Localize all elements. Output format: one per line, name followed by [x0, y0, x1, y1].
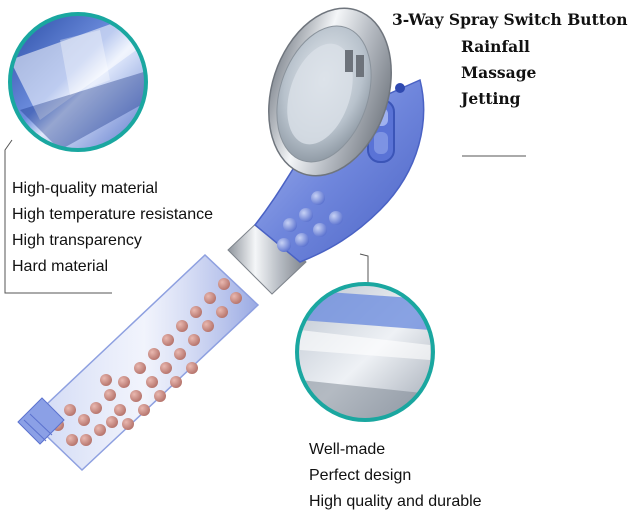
feature-item: Hard material [12, 258, 109, 275]
callout-lines [4, 139, 526, 294]
shower-head-face [268, 7, 392, 177]
spray-mode-rainfall: Rainfall [461, 37, 530, 56]
zoom-circle-material [10, 14, 146, 150]
blue-beads [277, 191, 343, 252]
product-illustration [4, 7, 526, 472]
spray-mode-massage: Massage [461, 63, 537, 82]
spray-switch-title: 3-Way Spray Switch Button [392, 10, 628, 29]
feature-item: Well-made [309, 441, 386, 458]
mineral-beads [52, 278, 242, 446]
shower-handle [17, 217, 307, 472]
material-feature-list: High-quality material High temperature r… [12, 176, 213, 280]
spray-mode-jetting: Jetting [461, 89, 521, 108]
feature-item: High transparency [12, 232, 142, 249]
spray-mode-list: Rainfall Massage Jetting [461, 34, 536, 112]
feature-item: Perfect design [309, 467, 412, 484]
feature-item: High quality and durable [309, 493, 482, 510]
feature-item: High-quality material [12, 180, 158, 197]
feature-item: High temperature resistance [12, 206, 213, 223]
zoom-circle-design [297, 284, 433, 420]
design-feature-list: Well-made Perfect design High quality an… [309, 437, 482, 515]
